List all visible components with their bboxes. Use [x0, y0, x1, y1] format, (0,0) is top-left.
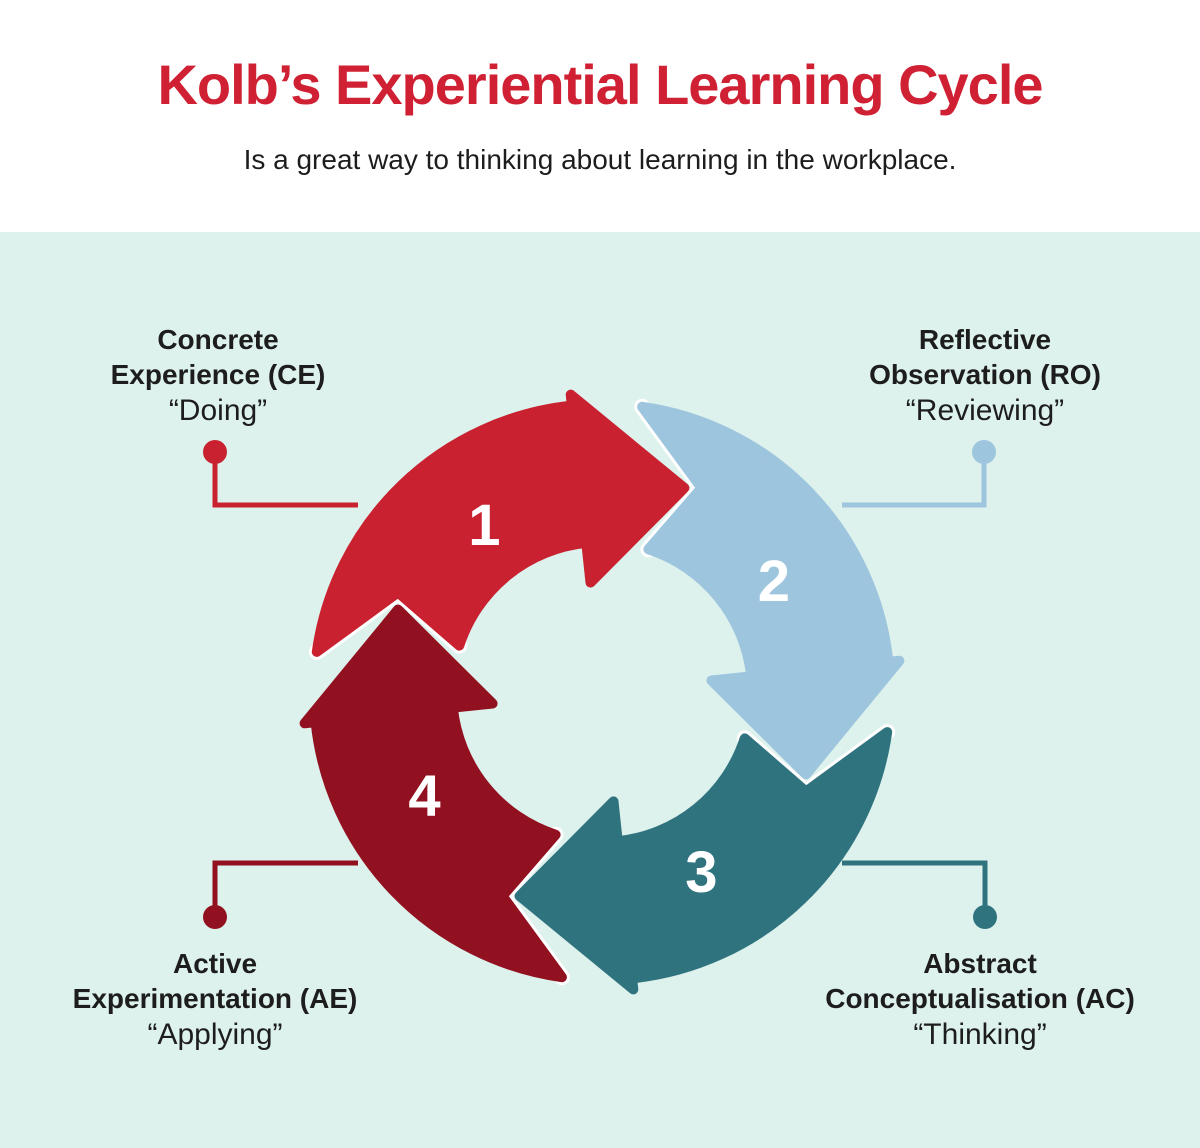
arrow-segment-2 — [637, 401, 905, 780]
stage-name-line: Conceptualisation (AC) — [825, 983, 1135, 1014]
stage-number-1: 1 — [468, 493, 500, 558]
stage-name-line: Active — [172, 948, 258, 979]
stage-name-line: Experience (CE) — [110, 359, 326, 390]
stage-name-line: Experimentation (AE) — [72, 983, 358, 1014]
stage-name-line: Concrete — [157, 324, 279, 355]
stage-quote-line: “Doing” — [168, 394, 268, 427]
stage-label-abstract-conceptualisation: Abstract Conceptualisation (AC) “Thinkin… — [780, 946, 1180, 1053]
stage-number-2: 2 — [758, 549, 790, 614]
stage-quote-line: “Reviewing” — [905, 394, 1065, 427]
stage-name-line: Reflective — [918, 324, 1052, 355]
stage-label-active-experimentation: Active Experimentation (AE) “Applying” — [15, 946, 415, 1053]
connector-line-ae — [212, 860, 358, 917]
stage-name-line: Observation (RO) — [869, 359, 1101, 390]
page-subtitle: Is a great way to thinking about learnin… — [243, 144, 957, 175]
arrow-segment-3 — [514, 727, 893, 995]
stage-quote-line: “Thinking” — [913, 1018, 1047, 1051]
connector-dot-ce — [203, 440, 227, 464]
arrow-segment-1 — [311, 389, 690, 657]
connector-line-ro — [842, 452, 987, 508]
stage-label-reflective-observation: Reflective Observation (RO) “Reviewing” — [795, 322, 1175, 429]
stage-name-line: Abstract — [923, 948, 1037, 979]
arrow-segment-4 — [299, 604, 567, 983]
connector-dot-ae — [203, 905, 227, 929]
stage-quote-line: “Applying” — [147, 1018, 283, 1051]
connector-dot-ro — [972, 440, 996, 464]
stage-number-4: 4 — [408, 763, 440, 828]
stage-number-3: 3 — [685, 840, 717, 905]
connector-line-ac — [842, 860, 988, 917]
diagram-background — [0, 232, 1200, 1148]
page-title: Kolb’s Experiential Learning Cycle — [157, 53, 1043, 116]
connector-line-ce — [212, 452, 358, 508]
connector-dot-ac — [973, 905, 997, 929]
stage-label-concrete-experience: Concrete Experience (CE) “Doing” — [28, 322, 408, 429]
